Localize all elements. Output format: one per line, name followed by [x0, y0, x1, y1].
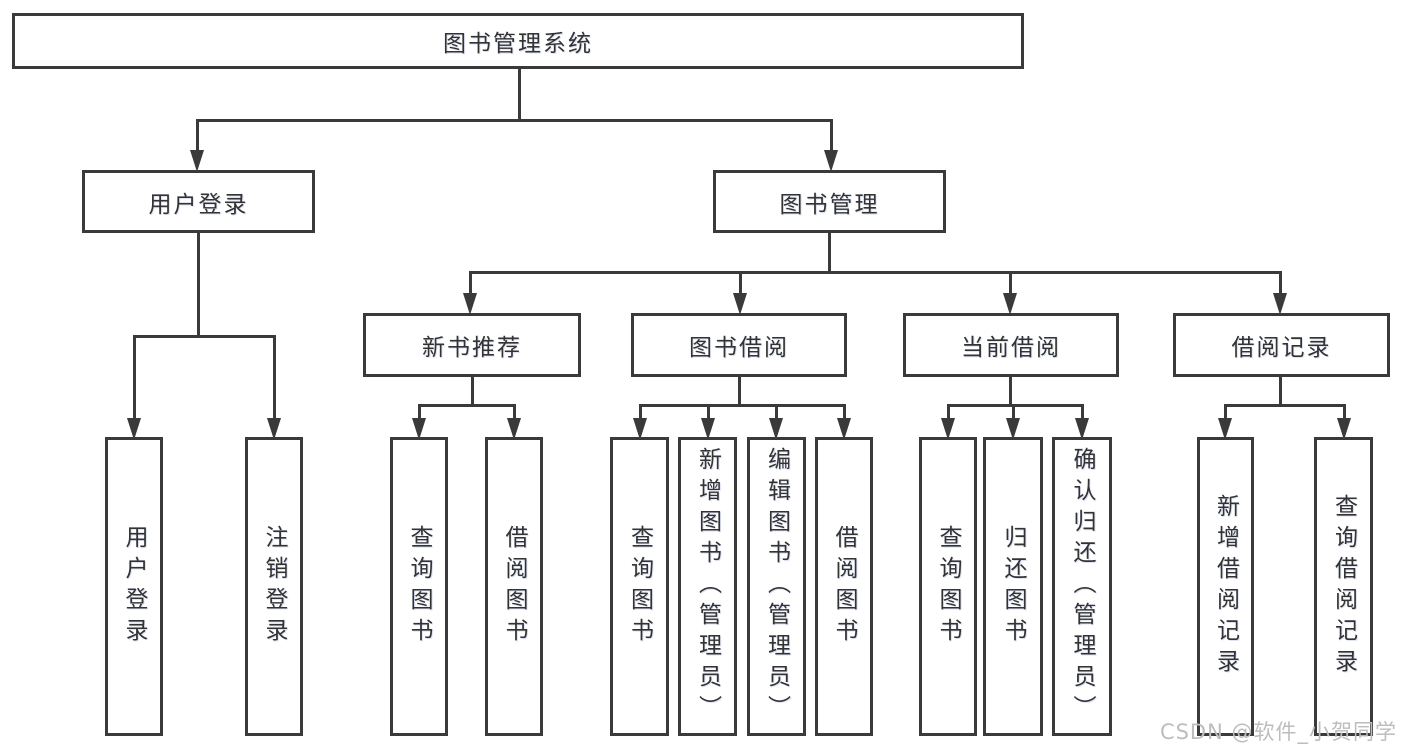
arrowhead-down-icon — [824, 150, 838, 172]
connector-line — [1081, 404, 1084, 418]
connector-line — [1009, 377, 1012, 406]
arrowhead-down-icon — [941, 418, 955, 440]
connector-line — [1279, 377, 1282, 406]
connector-line — [418, 404, 421, 418]
node-leaf-borrow-book-1: 借阅图书 — [485, 437, 543, 736]
connector-line — [1224, 404, 1227, 418]
node-user-login: 用户登录 — [82, 170, 315, 233]
node-leaf-logout: 注销登录 — [245, 437, 303, 736]
watermark: CSDN @软件_小贺同学 — [1159, 720, 1397, 744]
arrowhead-down-icon — [837, 418, 851, 440]
connector-line — [133, 335, 136, 418]
connector-line — [830, 119, 833, 152]
node-leaf-edit-book: 编辑图书（管理员） — [747, 437, 806, 736]
connector-line — [196, 119, 199, 152]
node-book-borrow: 图书借阅 — [631, 313, 847, 377]
node-leaf-borrow-book-2: 借阅图书 — [815, 437, 873, 736]
node-borrow-record: 借阅记录 — [1173, 313, 1390, 377]
arrowhead-down-icon — [127, 418, 141, 440]
connector-line — [639, 404, 642, 418]
node-leaf-return-book: 归还图书 — [983, 437, 1043, 736]
arrowhead-down-icon — [1075, 418, 1089, 440]
connector-line — [1343, 404, 1346, 418]
arrowhead-down-icon — [1273, 293, 1287, 315]
connector-line — [196, 119, 832, 122]
node-leaf-query-book-3: 查询图书 — [919, 437, 977, 736]
connector-line — [471, 377, 474, 406]
connector-line — [947, 404, 950, 418]
node-leaf-query-book-1: 查询图书 — [390, 437, 448, 736]
connector-line — [947, 404, 1084, 407]
arrowhead-down-icon — [1218, 418, 1232, 440]
connector-line — [418, 404, 516, 407]
connector-line — [828, 233, 831, 273]
node-current-borrow: 当前借阅 — [903, 313, 1119, 377]
connector-line — [518, 69, 521, 120]
connector-line — [1009, 271, 1012, 293]
arrowhead-down-icon — [190, 150, 204, 172]
connector-line — [273, 335, 276, 418]
connector-line — [707, 404, 710, 418]
connector-line — [197, 233, 200, 337]
arrowhead-down-icon — [412, 418, 426, 440]
arrowhead-down-icon — [769, 418, 783, 440]
node-leaf-add-book: 新增图书（管理员） — [678, 437, 737, 736]
connector-line — [1012, 404, 1015, 418]
node-leaf-query-borrow-record: 查询借阅记录 — [1314, 437, 1373, 736]
connector-line — [1224, 404, 1346, 407]
arrowhead-down-icon — [1337, 418, 1351, 440]
node-leaf-add-borrow-record: 新增借阅记录 — [1197, 437, 1254, 736]
connector-line — [469, 271, 472, 293]
arrowhead-down-icon — [733, 293, 747, 315]
node-leaf-confirm-return: 确认归还（管理员） — [1052, 437, 1112, 736]
connector-line — [775, 404, 778, 418]
connector-line — [513, 404, 516, 418]
arrowhead-down-icon — [1003, 293, 1017, 315]
connector-line — [738, 377, 741, 406]
connector-line — [639, 404, 846, 407]
node-leaf-query-book-2: 查询图书 — [610, 437, 669, 736]
arrowhead-down-icon — [463, 293, 477, 315]
arrowhead-down-icon — [1006, 418, 1020, 440]
connector-line — [843, 404, 846, 418]
node-new-book-rec: 新书推荐 — [363, 313, 581, 377]
node-book-mgmt: 图书管理 — [713, 170, 946, 233]
arrowhead-down-icon — [267, 418, 281, 440]
connector-line — [1279, 271, 1282, 293]
arrowhead-down-icon — [633, 418, 647, 440]
connector-line — [133, 335, 276, 338]
node-leaf-user-login: 用户登录 — [105, 437, 163, 736]
arrowhead-down-icon — [701, 418, 715, 440]
arrowhead-down-icon — [507, 418, 521, 440]
node-root: 图书管理系统 — [12, 13, 1024, 69]
connector-line — [739, 271, 742, 293]
connector-line — [469, 271, 1282, 274]
